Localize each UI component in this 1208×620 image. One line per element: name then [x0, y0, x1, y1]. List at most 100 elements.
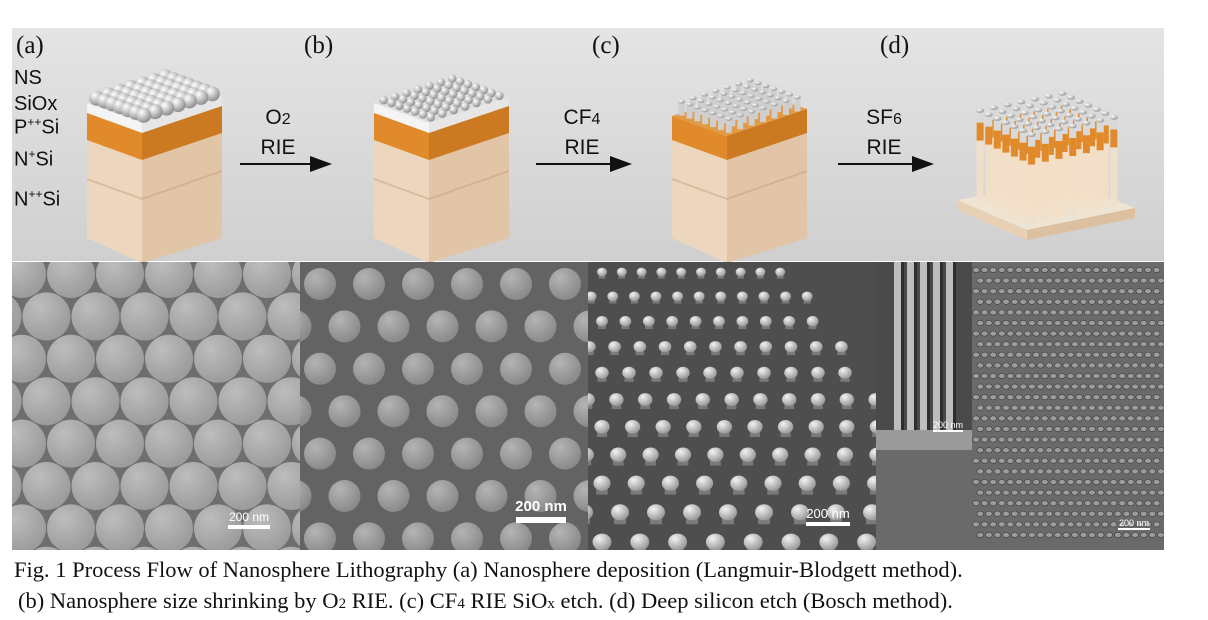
sem-wire — [1058, 457, 1066, 464]
sem-wire — [993, 426, 1002, 432]
nanopillar — [752, 105, 759, 120]
sem-wire — [1131, 489, 1139, 496]
nanosphere — [425, 81, 434, 91]
sem-wire — [1084, 500, 1092, 507]
sem-pillar — [636, 267, 647, 277]
nanosphere — [421, 87, 431, 97]
nanopillar — [737, 115, 744, 130]
sem-dot — [573, 310, 588, 343]
sem-sphere — [292, 425, 300, 462]
nanopillar — [725, 103, 732, 118]
sem-wire — [1045, 426, 1053, 432]
sem-wire — [1114, 510, 1122, 517]
nanopillar — [782, 100, 789, 115]
sem-wire — [1122, 341, 1131, 348]
sem-wire — [1084, 351, 1092, 358]
nanowire — [1060, 122, 1068, 210]
sem-pillar — [588, 341, 596, 353]
sem-wire — [972, 479, 980, 485]
nanosphere — [402, 88, 411, 98]
sem-wire — [1114, 341, 1122, 348]
sem-pillar — [839, 393, 854, 406]
sem-pillar — [649, 366, 663, 379]
nanosphere — [410, 91, 419, 101]
sem-wire — [1006, 309, 1015, 316]
step-label-sf6: SF6 — [866, 106, 902, 129]
sem-wire — [1032, 288, 1040, 295]
sem-wire — [1075, 457, 1083, 464]
nanosphere — [147, 104, 163, 120]
sem-wire — [1118, 479, 1126, 485]
sem-pillar — [627, 475, 645, 491]
sem-wire — [1131, 532, 1139, 538]
sem-pillar — [782, 393, 797, 406]
sem-wire — [1148, 426, 1157, 432]
nanopillar — [760, 108, 767, 123]
sem-pillar — [686, 420, 702, 434]
sem-image-a: 200 nm — [12, 262, 300, 550]
sem-dot — [426, 480, 459, 512]
nanopillar — [740, 108, 747, 123]
nanopillar — [778, 91, 785, 106]
sem-sphere — [230, 546, 255, 550]
sem-wire — [1084, 288, 1092, 295]
nanopillar — [755, 98, 762, 113]
sem-pillar — [676, 267, 687, 277]
sem-wire — [1023, 288, 1032, 295]
sem-wire — [1015, 500, 1023, 507]
sem-pillar — [650, 291, 662, 302]
sem-wire — [1122, 383, 1131, 390]
sem-wire — [1084, 394, 1092, 401]
sem-sphere — [22, 292, 71, 341]
sem-wire — [972, 415, 980, 422]
sem-wire — [1058, 479, 1066, 485]
sem-wire — [1127, 288, 1135, 295]
sem-pillar — [719, 504, 737, 521]
sem-wire — [1023, 373, 1032, 379]
nanosphere — [471, 82, 481, 92]
sem-pillar — [592, 533, 612, 550]
sem-pillar — [658, 341, 672, 353]
sem-wire — [993, 277, 1002, 284]
nanosphere — [472, 98, 481, 108]
nanowire — [1088, 116, 1096, 205]
sem-wire — [1023, 309, 1032, 316]
sem-wire — [1062, 277, 1071, 284]
sem-sphere — [243, 419, 291, 468]
sem-dot — [377, 395, 410, 428]
layer-label-n-si: N+Si — [14, 147, 54, 171]
sem-wire — [1088, 277, 1096, 284]
sem-wire — [998, 330, 1006, 337]
sem-dot — [402, 522, 434, 550]
sem-image-d: 200 nm 200 nm — [876, 262, 1164, 550]
sem-wire — [1088, 532, 1096, 538]
sem-wire — [1032, 457, 1040, 464]
nanosphere — [395, 101, 404, 111]
sem-wire — [1002, 489, 1010, 496]
sem-wire — [1053, 298, 1062, 305]
sem-pillar — [642, 447, 659, 462]
sem-wire — [1118, 309, 1126, 316]
sem-wire — [1062, 468, 1071, 475]
sem-pillar — [683, 504, 701, 521]
sem-dot — [524, 395, 557, 428]
sem-wire — [1127, 521, 1135, 528]
sem-wire — [1118, 288, 1126, 295]
sem-wire — [1002, 362, 1010, 369]
sem-wire — [1010, 341, 1019, 348]
sem-wire — [980, 373, 989, 379]
sem-wire — [1157, 532, 1164, 538]
sem-wire — [1101, 309, 1109, 316]
nanosphere — [475, 92, 485, 101]
sem-wire — [1148, 320, 1157, 326]
step-process-cf4: RIE — [564, 136, 600, 159]
sem-wire — [1135, 500, 1144, 507]
sem-wire — [1152, 521, 1161, 528]
sem-wire — [1118, 394, 1126, 401]
sem-image-b: 200 nm — [300, 262, 588, 550]
sem-wire — [1045, 383, 1053, 390]
sem-wire — [1032, 479, 1040, 485]
sem-wire — [972, 351, 980, 358]
sem-wire — [1066, 415, 1075, 422]
sem-wire — [1135, 373, 1144, 379]
